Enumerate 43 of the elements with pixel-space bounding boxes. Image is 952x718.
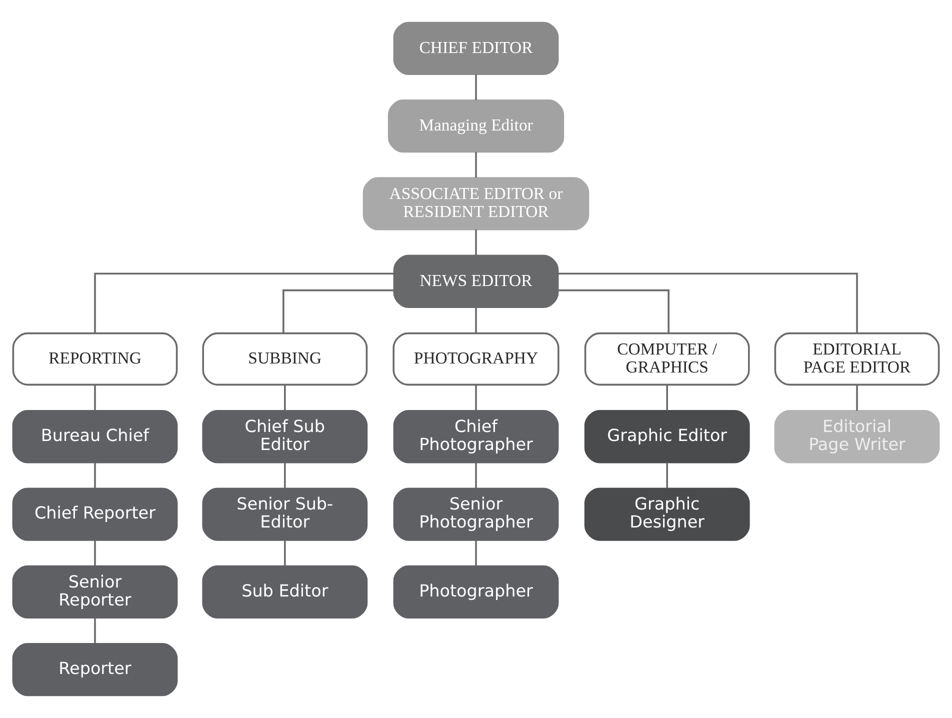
- node-box: Graphic Editor: [584, 410, 750, 464]
- connector: [856, 384, 858, 411]
- node-box: Graphic Designer: [584, 488, 750, 541]
- connector: [475, 152, 477, 178]
- connector: [475, 307, 477, 333]
- node-box: EDITORIAL PAGE EDITOR: [774, 332, 940, 386]
- connector: [284, 462, 286, 488]
- connector: [475, 540, 477, 566]
- connector: [475, 462, 477, 488]
- connector: [666, 462, 668, 488]
- connector: [94, 618, 96, 644]
- node-box: NEWS EDITOR: [393, 254, 559, 308]
- connector: [282, 289, 394, 334]
- connector: [475, 384, 477, 411]
- connector: [284, 384, 286, 411]
- node-box: Sub Editor: [202, 565, 368, 618]
- node-box: SUBBING: [202, 332, 368, 386]
- node-box: Chief Sub Editor: [202, 410, 368, 464]
- node-box: Senior Reporter: [12, 565, 178, 618]
- node-box: Senior Sub-Editor: [202, 488, 368, 541]
- node-box: PHOTOGRAPHY: [392, 332, 560, 386]
- connector: [475, 230, 477, 256]
- node-box: REPORTING: [12, 332, 178, 386]
- connector: [666, 384, 668, 411]
- node-box: Chief Photographer: [393, 410, 559, 464]
- connector: [94, 272, 394, 333]
- node-box: COMPUTER / GRAPHICS: [584, 332, 750, 386]
- node-box: Managing Editor: [388, 100, 564, 153]
- node-box: Editorial Page Writer: [774, 410, 940, 464]
- node-box: Photographer: [393, 565, 559, 618]
- connector: [284, 540, 286, 566]
- node-box: Bureau Chief: [12, 410, 178, 464]
- connector: [475, 74, 477, 100]
- node-box: Reporter: [12, 642, 178, 696]
- connector: [94, 540, 96, 566]
- connector: [94, 462, 96, 488]
- connector: [94, 384, 96, 411]
- node-box: CHIEF EDITOR: [393, 22, 559, 76]
- node-box: ASSOCIATE EDITOR or RESIDENT EDITOR: [362, 177, 590, 230]
- node-box: Senior Photographer: [393, 488, 559, 541]
- connector: [558, 289, 670, 334]
- node-box: Chief Reporter: [12, 488, 178, 541]
- connector: [558, 272, 858, 333]
